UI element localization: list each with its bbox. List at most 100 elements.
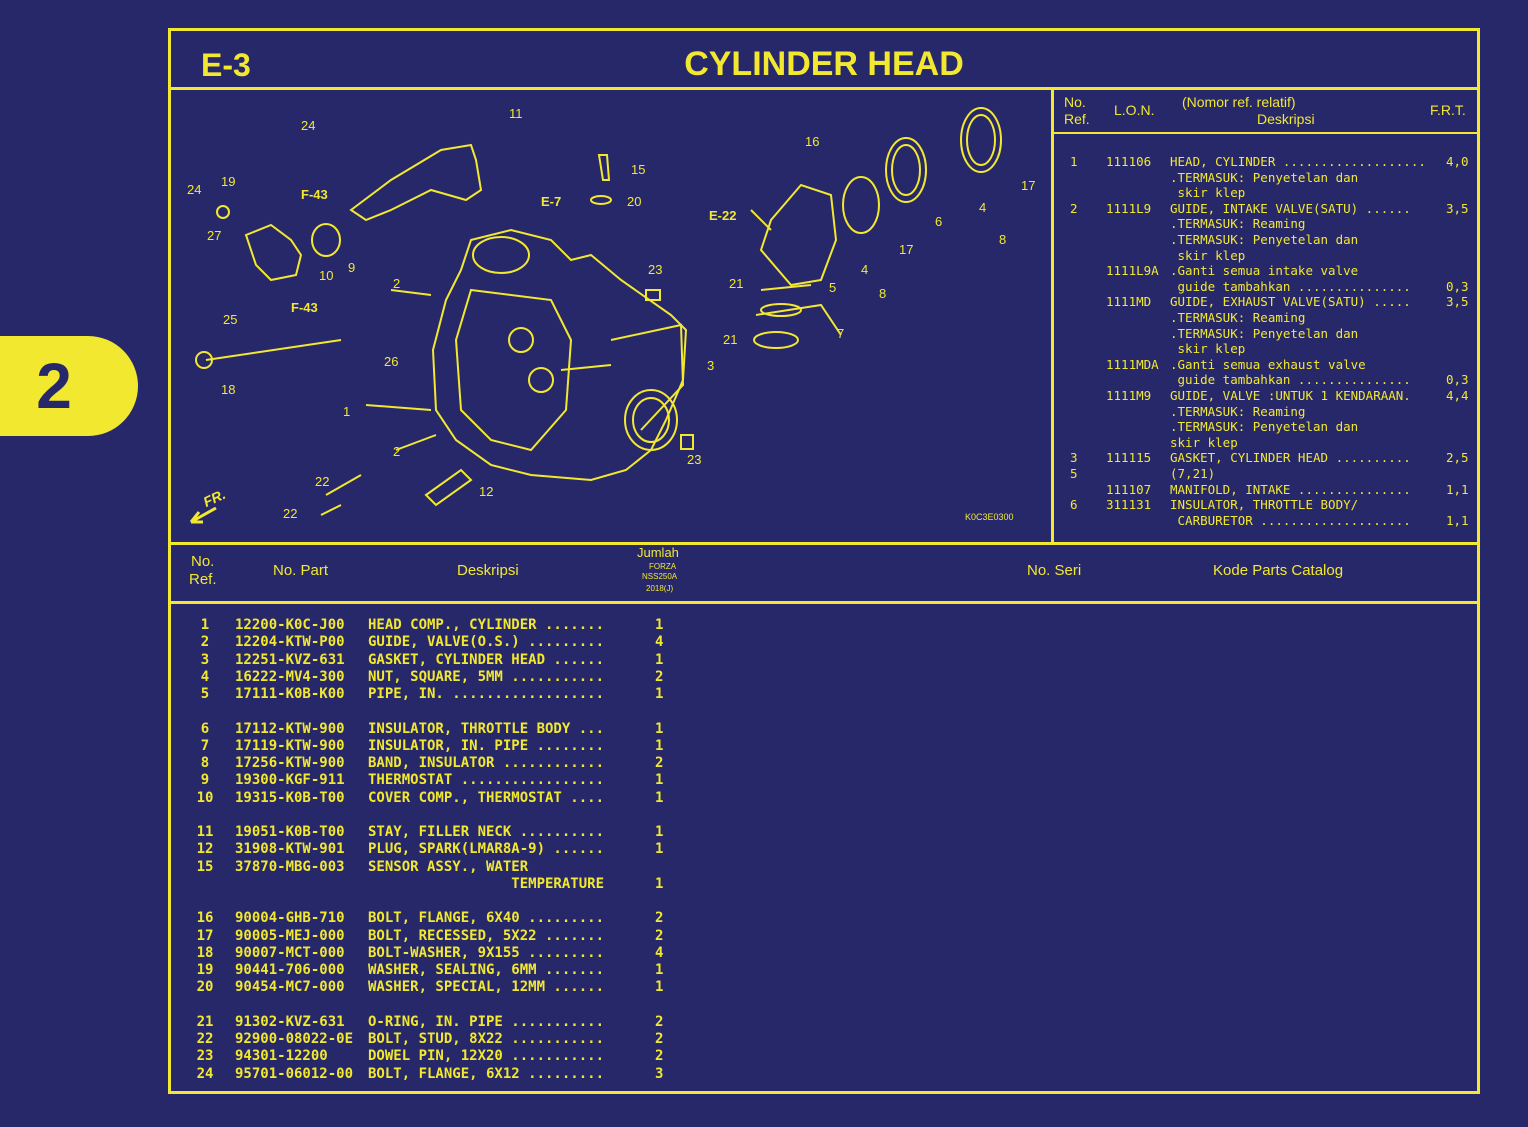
part-ref: 3 [200,651,210,668]
part-description: BOLT, FLANGE, 6X12 ......... [368,1065,605,1082]
callout-number: 24 [301,118,316,133]
callout-number: 21 [729,276,744,291]
part-number: 17111-K0B-K00 [235,686,345,703]
part-number: 12251-KVZ-631 [235,651,345,668]
part-number: 19051-K0B-T00 [235,824,345,840]
callout-number: 18 [221,382,236,397]
part-number: 90005-MEJ-000 [235,927,345,944]
col-desc: Deskripsi [457,562,519,579]
part-description: PIPE, IN. .................. [368,686,605,703]
part-description: PLUG, SPARK(LMAR8A-9) ...... [368,841,605,858]
callout-number: 15 [631,162,646,177]
part-quantity: 2 [655,910,664,927]
ref-row-no: 6 [1070,497,1078,513]
part-quantity: 2 [655,1031,664,1047]
callout-number: 12 [479,484,494,499]
section-ref-label: E-7 [541,194,562,209]
part-number: 94301-12200 [235,1048,328,1065]
ref-row-lon: 111115 [1106,450,1152,466]
part-description: GUIDE, VALVE(O.S.) ......... [368,634,605,651]
part-ref: 4 [200,668,210,685]
col-model: NSS250A [642,572,678,581]
callout-number: 2 [393,444,401,459]
ref-row-desc: guide tambahkan ............... [1170,278,1411,294]
callout-number: 3 [707,358,715,373]
ref-row-frt: 0,3 [1446,372,1469,388]
part-number: 90454-MC7-000 [235,979,345,996]
part-number: 12200-K0C-J00 [235,617,345,633]
ref-row-no: 1 [1070,154,1078,169]
section-ref-label: E-22 [709,208,737,223]
section-tab-number: 2 [36,350,72,422]
col-no: No. [191,553,215,570]
part-ref: 23 [196,1048,214,1065]
col-model: 2018(J) [646,584,674,593]
part-quantity: 1 [655,772,664,789]
part-number: 91302-KVZ-631 [235,1013,345,1030]
ref-row-desc: skir klep [1170,185,1246,201]
part-quantity: 2 [655,668,664,685]
part-description: NUT, SQUARE, 5MM ........... [368,668,605,685]
part-description: HEAD COMP., CYLINDER ....... [368,617,605,633]
part-number: 90004-GHB-710 [235,910,345,927]
callout-number: 23 [648,262,663,277]
section-ref-label: F-43 [301,187,328,202]
part-quantity: 1 [655,617,664,633]
part-quantity: 1 [655,979,664,996]
callout-number: 8 [879,286,887,301]
ref-col-frt: F.R.T. [1430,102,1466,118]
part-ref: 1 [200,617,210,633]
part-quantity: 1 [655,720,664,737]
ref-row-desc: (7,21) [1170,466,1216,481]
ref-col-desc: Deskripsi [1257,111,1315,127]
ref-row-no: 5 [1070,466,1078,481]
part-description: BOLT, FLANGE, 6X40 ......... [368,910,605,927]
ref-row-lon: 1111L9 [1106,200,1152,216]
ref-row-no: 3 [1070,450,1078,466]
part-description: BOLT, STUD, 8X22 ........... [368,1031,605,1047]
part-ref: 19 [196,962,214,979]
part-ref: 22 [196,1031,214,1047]
part-ref: 17 [196,927,214,944]
exploded-diagram: F-43 F-43 E-7 E-22 24 11 19 24 27 10 9 2… [171,90,1054,542]
ref-row-lon: 111106 [1106,154,1152,169]
ref-row-frt: 0,3 [1446,278,1469,294]
part-description: INSULATOR, THROTTLE BODY ... [368,720,605,737]
part-description: O-RING, IN. PIPE ........... [368,1013,605,1030]
part-description: INSULATOR, IN. PIPE ........ [368,737,605,754]
part-ref: 6 [200,720,210,737]
ref-row-desc: skir klep [1170,434,1238,450]
callout-number: 25 [223,312,238,327]
part-number: 95701-06012-00 [235,1065,354,1082]
ref-row-desc: GUIDE, VALVE :UNTUK 1 KENDARAAN. [1170,388,1411,403]
ref-row-lon: 1111MDA [1106,356,1159,372]
part-ref: 24 [196,1065,214,1082]
ref-row-desc: .TERMASUK: Reaming [1170,403,1306,419]
col-ref: Ref. [189,571,217,588]
part-description: BAND, INSULATOR ............ [368,755,605,772]
part-number: 12204-KTW-P00 [235,634,345,651]
ref-col-lon: L.O.N. [1114,102,1155,118]
part-quantity: 1 [655,651,664,668]
part-ref: 20 [196,979,214,996]
parts-row: 1 12200-K0C-J00 HEAD COMP., CYLINDER .....… [171,617,1477,634]
parts-row: 24 95701-06012-00 BOLT, FLANGE, 6X12 .....… [171,1066,1477,1083]
part-ref: 18 [196,944,214,961]
col-part: No. Part [273,562,329,579]
ref-row-frt: 3,5 [1446,200,1469,216]
part-quantity: 2 [655,927,664,944]
part-description: STAY, FILLER NECK .......... [368,824,605,840]
callout-number: 1 [343,404,351,419]
ref-row-desc: GUIDE, INTAKE VALVE(SATU) ...... [1170,200,1411,216]
catalog-page: E-3 CYLINDER HEAD [168,28,1480,1094]
callout-number: 26 [384,354,399,369]
ref-row-desc: HEAD, CYLINDER ................... [1170,154,1426,169]
col-kode: Kode Parts Catalog [1213,562,1344,579]
part-quantity: 1 [655,789,664,806]
